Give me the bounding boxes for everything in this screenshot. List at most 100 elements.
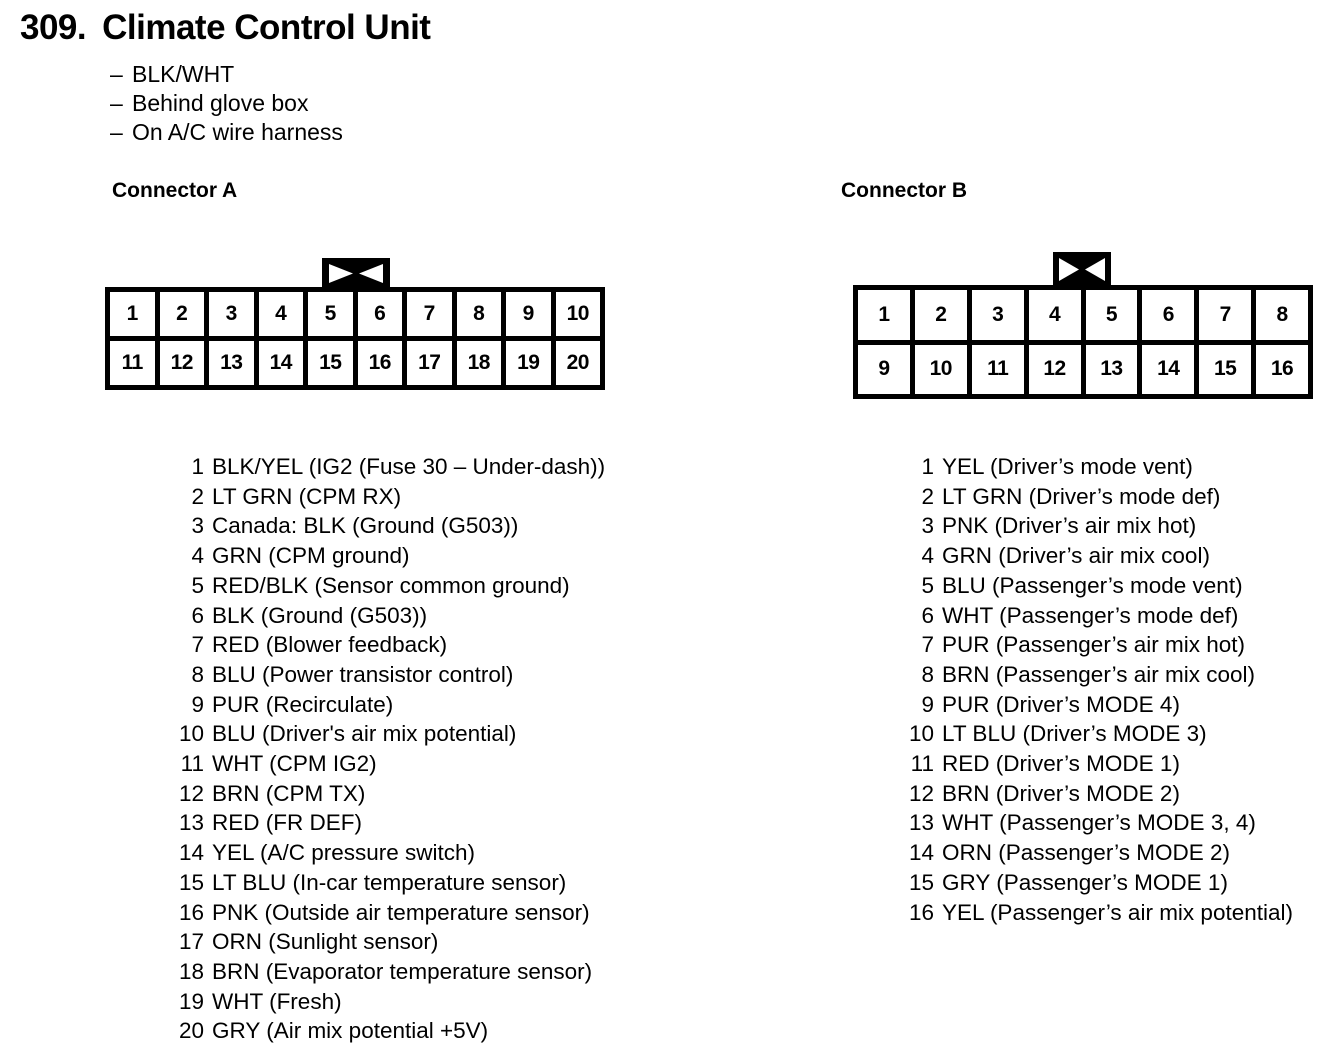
pin-number: 4 <box>921 543 934 569</box>
pin-description: LT BLU (In-car temperature sensor) <box>212 869 567 895</box>
pin-description: YEL (Passenger’s air mix potential) <box>942 899 1293 925</box>
pin-description-row: 7 PUR (Passenger’s air mix hot) <box>908 630 1293 660</box>
connector-b-pin-grid: 1 2 3 4 5 6 7 8 9 10 11 12 13 14 15 16 <box>853 285 1313 399</box>
pin-cell[interactable]: 14 <box>1142 344 1195 394</box>
pin-cell[interactable]: 4 <box>1028 290 1081 340</box>
pin-cell[interactable]: 12 <box>159 341 204 385</box>
pin-cell[interactable]: 9 <box>858 344 910 394</box>
pin-description: BLU (Driver's air mix potential) <box>212 721 517 747</box>
pin-number: 3 <box>921 513 934 539</box>
pin-cell[interactable]: 4 <box>258 292 303 336</box>
pin-description: YEL (Driver’s mode vent) <box>942 454 1193 479</box>
pin-description: RED (Blower feedback) <box>212 632 448 658</box>
pin-cell[interactable]: 8 <box>1256 290 1308 340</box>
pin-description: PUR (Driver’s MODE 4) <box>942 691 1180 717</box>
pin-description: GRN (CPM ground) <box>212 543 410 569</box>
pin-description: GRN (Driver’s air mix cool) <box>942 543 1210 569</box>
pin-number: 10 <box>178 721 204 747</box>
pin-number: 1 <box>921 454 934 479</box>
pin-cell[interactable]: 13 <box>1085 344 1138 394</box>
pin-cell[interactable]: 9 <box>506 292 551 336</box>
pin-cell[interactable]: 11 <box>971 344 1024 394</box>
pin-number: 15 <box>908 869 934 895</box>
pin-description: BLU (Passenger’s mode vent) <box>942 572 1243 598</box>
pin-cell[interactable]: 1 <box>110 292 155 336</box>
pin-cell[interactable]: 19 <box>506 341 551 385</box>
connector-b-title: Connector B <box>841 179 967 202</box>
pin-number: 3 <box>191 513 204 539</box>
pin-description: PUR (Passenger’s air mix hot) <box>942 632 1246 658</box>
pin-description-row: 4 GRN (Driver’s air mix cool) <box>908 541 1293 571</box>
pin-number: 8 <box>191 661 204 687</box>
pin-cell[interactable]: 3 <box>971 290 1024 340</box>
pin-description-row: 8 BRN (Passenger’s air mix cool) <box>908 660 1293 690</box>
pin-number: 7 <box>191 632 204 658</box>
pin-description: WHT (Passenger’s MODE 3, 4) <box>942 810 1256 836</box>
pin-description: Canada: BLK (Ground (G503)) <box>212 513 519 539</box>
pin-cell[interactable]: 12 <box>1028 344 1081 394</box>
pin-number: 4 <box>191 543 204 569</box>
pin-number: 8 <box>921 661 934 687</box>
pin-number: 1 <box>191 454 204 479</box>
pin-cell[interactable]: 13 <box>209 341 254 385</box>
pin-description: WHT (Passenger’s mode def) <box>942 602 1239 628</box>
pin-cell[interactable]: 7 <box>407 292 452 336</box>
pin-cell[interactable]: 10 <box>555 292 600 336</box>
pin-description: BRN (CPM TX) <box>212 780 366 806</box>
note-item: –BLK/WHT <box>110 60 343 89</box>
pin-cell[interactable]: 10 <box>914 344 967 394</box>
pin-cell[interactable]: 20 <box>555 341 600 385</box>
pin-cell[interactable]: 16 <box>357 341 402 385</box>
pin-cell[interactable]: 6 <box>357 292 402 336</box>
pin-cell[interactable]: 5 <box>308 292 353 336</box>
pin-cell[interactable]: 16 <box>1256 344 1308 394</box>
pin-number: 6 <box>921 602 934 628</box>
pin-description: LT BLU (Driver’s MODE 3) <box>942 721 1207 747</box>
pin-description: BRN (Passenger’s air mix cool) <box>942 661 1256 687</box>
pin-number: 7 <box>921 632 934 658</box>
pin-cell[interactable]: 2 <box>914 290 967 340</box>
pin-cell[interactable]: 15 <box>308 341 353 385</box>
pin-cell[interactable]: 7 <box>1199 290 1252 340</box>
pin-cell[interactable]: 8 <box>456 292 501 336</box>
pin-cell[interactable]: 15 <box>1199 344 1252 394</box>
pin-description: BLK (Ground (G503)) <box>212 602 428 628</box>
pin-cell[interactable]: 14 <box>258 341 303 385</box>
pin-description: BLU (Power transistor control) <box>212 661 514 687</box>
note-text: Behind glove box <box>132 90 309 116</box>
notes-list: –BLK/WHT –Behind glove box –On A/C wire … <box>110 60 343 147</box>
pin-number: 13 <box>908 810 934 836</box>
note-text: On A/C wire harness <box>132 119 343 145</box>
pin-cell[interactable]: 3 <box>209 292 254 336</box>
pin-number: 19 <box>178 988 204 1014</box>
pin-cell[interactable]: 17 <box>407 341 452 385</box>
connector-b-locking-tab-icon <box>1053 252 1111 287</box>
pin-number: 16 <box>908 899 934 925</box>
pin-cell[interactable]: 11 <box>110 341 155 385</box>
pin-description: ORN (Sunlight sensor) <box>212 929 439 955</box>
pin-description-row: 1 YEL (Driver’s mode vent) <box>908 452 1293 482</box>
pin-cell[interactable]: 6 <box>1142 290 1195 340</box>
pin-description-row: 6 WHT (Passenger’s mode def) <box>908 601 1293 631</box>
pin-cell[interactable]: 1 <box>858 290 910 340</box>
pin-description: WHT (CPM IG2) <box>212 751 377 777</box>
pin-cell[interactable]: 18 <box>456 341 501 385</box>
pin-cell[interactable]: 5 <box>1085 290 1138 340</box>
pin-number: 12 <box>908 780 934 806</box>
section-number: 309. <box>20 8 87 47</box>
pin-cell[interactable]: 2 <box>159 292 204 336</box>
pin-description: WHT (Fresh) <box>212 988 342 1014</box>
